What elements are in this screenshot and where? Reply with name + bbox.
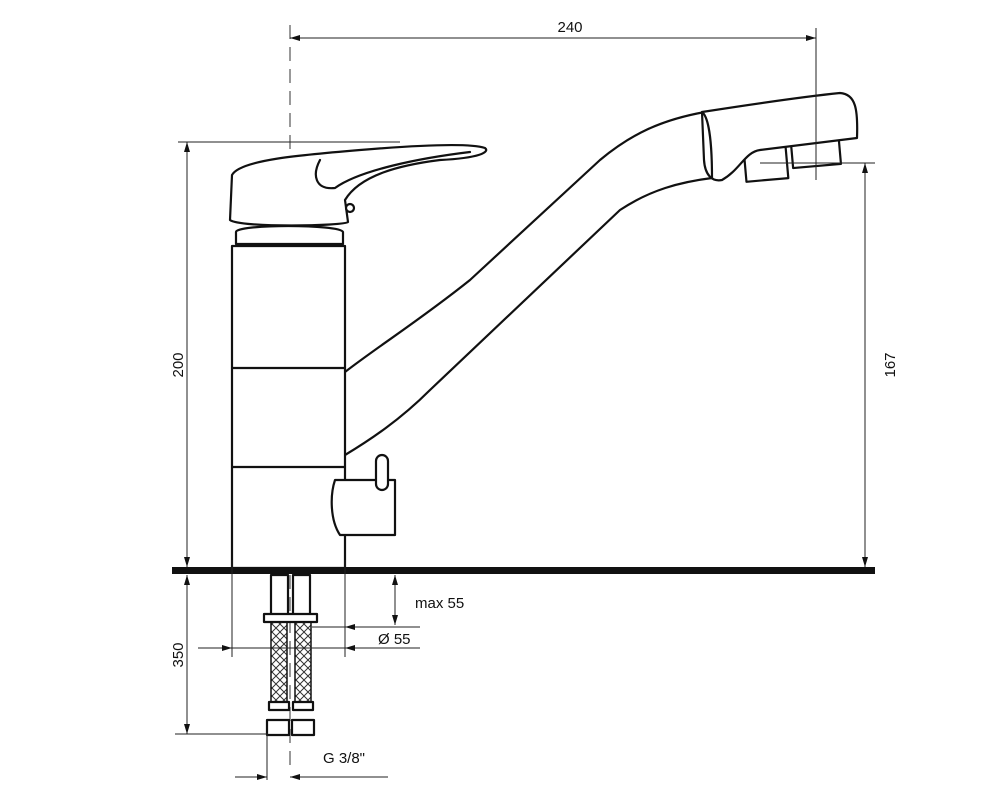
dim-label-240: 240 [557,19,582,36]
dimension-diameter-55: Ø 55 [198,560,420,657]
diverter-knob [330,453,397,537]
spout-head [700,91,859,183]
dim-label-diameter-55: Ø 55 [378,631,411,648]
supply-hoses [262,573,319,737]
dimension-240: 240 [290,19,817,180]
dim-label-350: 350 [170,642,187,667]
countertop [172,567,875,574]
handle-lever [228,144,488,227]
dimension-167: 167 [760,162,899,567]
dim-label-max-55: max 55 [415,595,464,612]
dimension-350: 350 [170,575,268,735]
dimension-g-3-8: G 3/8" [235,735,388,780]
faucet-body [230,224,347,570]
dim-label-g-3-8: G 3/8" [323,750,365,767]
dimension-200: 200 [170,141,400,567]
dimension-max-55: max 55 [392,575,464,625]
dim-label-200: 200 [170,352,187,377]
dim-label-167: 167 [882,352,899,377]
